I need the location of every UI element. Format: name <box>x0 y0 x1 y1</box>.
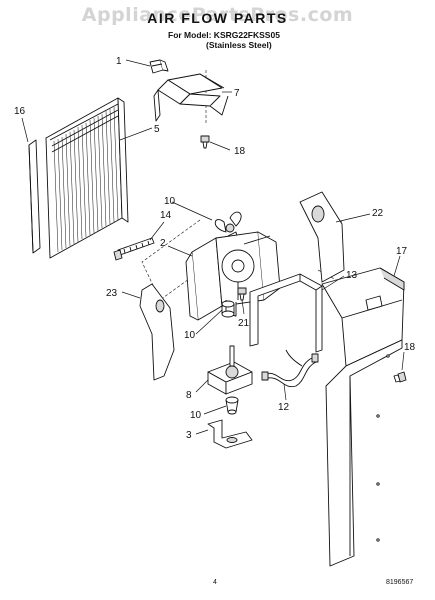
part-17-duct-cover <box>321 267 405 567</box>
callout-18-upper: 18 <box>234 146 246 157</box>
watermark-text: AppliancePartsPros.com <box>81 4 354 26</box>
callout-21: 21 <box>238 318 250 329</box>
callout-10-upper: 10 <box>184 330 196 341</box>
part-2-motor-bracket <box>207 419 253 449</box>
part-3-clip <box>149 59 169 74</box>
part-22-side-baffle <box>299 191 345 283</box>
callout-17: 17 <box>396 246 408 257</box>
callout-18-lower: 18 <box>404 342 416 353</box>
part-18-screw-upper <box>200 135 210 149</box>
part-5-grille <box>45 97 129 259</box>
callout-23: 23 <box>106 288 118 299</box>
callout-10-lower: 10 <box>190 410 202 421</box>
finish-line: (Stainless Steel) <box>206 40 272 50</box>
callout-3: 1 <box>116 56 122 67</box>
part-4-damper-bracket <box>153 73 229 122</box>
callout-5: 5 <box>154 124 160 135</box>
callout-1: 2 <box>160 238 166 249</box>
callout-13: 13 <box>346 270 358 281</box>
part-21-screw <box>237 287 247 301</box>
page-title: AIR FLOW PARTS <box>147 10 288 26</box>
part-14-heater-tube <box>113 237 155 261</box>
part-7-fan-motor <box>207 345 253 395</box>
part-12-wire-harness <box>261 349 319 388</box>
callout-14: 14 <box>160 210 172 221</box>
document-code: 8196567 <box>386 579 414 586</box>
callout-labels: 1 7 16 5 18 10 14 2 22 17 13 23 10 21 18… <box>14 56 416 441</box>
part-1-fan-shroud <box>185 231 281 321</box>
model-subtitle: For Model: KSRG22FKSS05 (Stainless Steel… <box>168 30 280 50</box>
callout-8: 10 <box>164 196 176 207</box>
callout-4: 7 <box>234 88 240 99</box>
callout-2: 3 <box>186 430 192 441</box>
part-10-grommet-lower <box>225 396 239 415</box>
part-16-trim-strip <box>28 139 41 254</box>
callout-12: 12 <box>278 402 290 413</box>
model-line: For Model: KSRG22FKSS05 <box>168 30 280 40</box>
part-18-screw-lower <box>393 371 407 383</box>
page-number: 4 <box>213 579 217 586</box>
part-10-grommet-upper <box>221 300 235 318</box>
part-13-gasket <box>249 273 323 353</box>
callout-16: 16 <box>14 106 26 117</box>
part-23-side-baffle <box>139 283 175 381</box>
leader-lines <box>21 59 405 435</box>
callout-7: 8 <box>186 390 192 401</box>
callout-22: 22 <box>372 208 384 219</box>
